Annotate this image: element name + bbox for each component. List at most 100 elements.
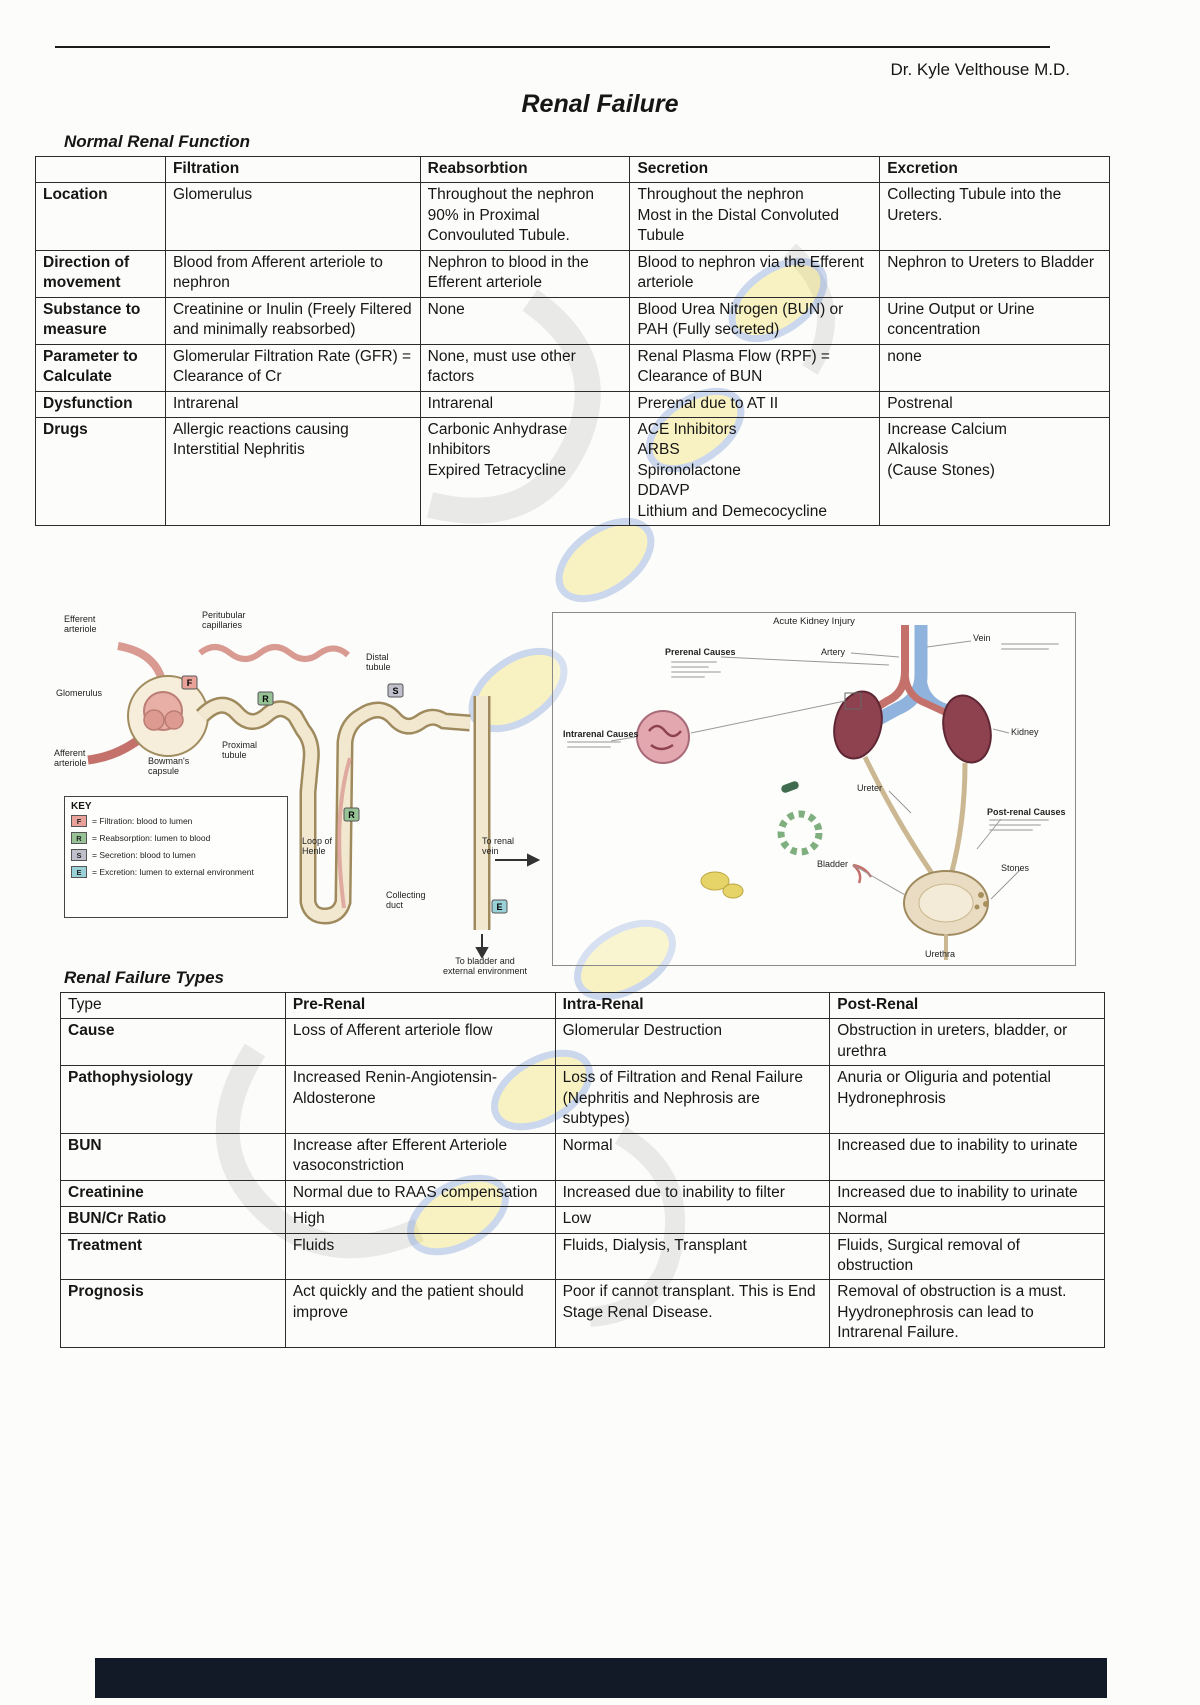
table-cell: Increased due to inability to urinate [829,1179,1105,1208]
table-cell: Allergic reactions causing Interstitial … [164,416,421,527]
table-row: Prognosis Act quickly and the patient sh… [60,1279,1105,1348]
stones-label: Stones [1001,863,1030,873]
key-secretion-text: = Secretion: blood to lumen [92,850,196,860]
excretion-key-icon: E [71,866,87,878]
table-cell: Intrarenal [419,390,631,418]
fine-print-line [671,671,721,673]
table-cell: Intrarenal [164,390,421,418]
ureter-label: Ureter [857,783,883,793]
table-row: Creatinine Normal due to RAAS compensati… [60,1179,1105,1208]
fine-print-line [989,829,1033,831]
table-row: BUN/Cr Ratio High Low Normal [60,1206,1105,1234]
key-title: KEY [71,801,92,812]
table-cell: Collecting Tubule into the Ureters. [879,182,1110,251]
key-row-excretion: E = Excretion: lumen to external environ… [71,866,281,878]
postrenal-causes-label: Post-renal Causes [987,807,1066,817]
footer-bar [95,1658,1107,1698]
table-cell: Loss of Afferent arteriole flow [284,1018,556,1067]
table-row: Parameter to Calculate Glomerular Filtra… [35,343,1110,392]
table-cell: Increased Renin-Angiotensin-Aldosterone [284,1065,556,1134]
kidney-label: Kidney [1011,727,1039,737]
row-label: BUN/Cr Ratio [60,1206,286,1234]
fine-print-line [989,824,1041,826]
table-cell: Nephron to Ureters to Bladder [879,249,1110,298]
artery-label: Artery [821,647,846,657]
key-row-filtration: F = Filtration: blood to lumen [71,815,281,827]
table-cell: Normal due to RAAS compensation [284,1179,556,1208]
filtration-marker: F [187,678,193,688]
table-cell: Increase Calcium Alkalosis (Cause Stones… [879,416,1110,527]
to-renal-vein-label: To renal vein [482,836,515,857]
table-row: BUN Increase after Efferent Arteriole va… [60,1132,1105,1181]
table-cell: Glomerular Filtration Rate (GFR) = Clear… [164,343,421,392]
row-label: Creatinine [60,1179,286,1208]
fine-print-line [989,819,1049,821]
fine-print-line [671,676,705,678]
table-cell: Blood to nephron via the Efferent arteri… [629,249,881,298]
table-row: Drugs Allergic reactions causing Interst… [35,416,1110,527]
prerenal-causes-label: Prerenal Causes [665,647,736,657]
fine-print-line [567,746,611,748]
col-header-filtration: Filtration [164,155,421,184]
key-filtration-text: = Filtration: blood to lumen [92,816,193,826]
table-cell: ACE Inhibitors ARBS Spironolactone DDAVP… [629,416,881,527]
key-reabsorption-text: = Reabsorption: lumen to blood [92,833,211,843]
row-label: Pathophysiology [60,1065,286,1134]
table-cell: Throughout the nephron 90% in Proximal C… [419,182,631,251]
table-cell: none [879,343,1110,392]
table-cell: Obstruction in ureters, bladder, or uret… [829,1018,1105,1067]
secretion-marker: S [392,686,398,696]
fine-print-line [1001,643,1059,645]
row-label: Treatment [60,1232,286,1281]
row-label: Prognosis [60,1279,286,1348]
table-cell: Nephron to blood in the Efferent arterio… [419,249,631,298]
glomerulus-label: Glomerulus [56,688,103,698]
col-header-type: Type [60,991,286,1020]
col-header-intra-renal: Intra-Renal [554,991,831,1020]
table-header-row: Type Pre-Renal Intra-Renal Post-Renal [60,991,1105,1020]
row-label: Location [35,182,166,251]
table-cell: Low [554,1206,831,1234]
row-label: BUN [60,1132,286,1181]
vein-label: Vein [973,633,991,643]
nephron-diagram-art: F R S R E [87,642,541,960]
table-cell: Normal [829,1206,1105,1234]
nephron-diagram: F R S R E Efferent arteriole Peritubular… [50,608,550,976]
bowmans-capsule-label: Bowman's capsule [148,756,190,777]
loop-of-henle-label: Loop of Henle [302,836,333,857]
key-row-reabsorption: R = Reabsorption: lumen to blood [71,832,281,844]
table-cell: Glomerular Destruction [554,1018,831,1067]
table-cell: Postrenal [879,390,1110,418]
table-cell: Increase after Efferent Arteriole vasoco… [284,1132,556,1181]
table-cell: High [284,1206,556,1234]
reabsorption-marker: R [262,694,269,704]
top-rule [55,46,1050,48]
table-row: Pathophysiology Increased Renin-Angioten… [60,1065,1105,1134]
table-row: Substance to measure Creatinine or Inuli… [35,296,1110,345]
table-cell: Loss of Filtration and Renal Failure (Ne… [554,1065,831,1134]
bladder-label: Bladder [817,859,849,869]
urethra-label: Urethra [925,949,956,959]
table-row: Cause Loss of Afferent arteriole flow Gl… [60,1018,1105,1067]
author-name: Dr. Kyle Velthouse M.D. [890,60,1070,79]
renal-failure-types-table: Type Pre-Renal Intra-Renal Post-Renal Ca… [60,991,1105,1348]
col-header-excretion: Excretion [879,155,1110,184]
distal-tubule-label: Distal tubule [366,652,391,673]
table-cell: Blood Urea Nitrogen (BUN) or PAH (Fully … [629,296,881,345]
proximal-tubule-label: Proximal tubule [222,740,258,761]
section-heading-normal-renal-function: Normal Renal Function [64,132,251,151]
table-cell: Renal Plasma Flow (RPF) = Clearance of B… [629,343,881,392]
table-cell: Anuria or Oliguria and potential Hydrone… [829,1065,1105,1134]
excretion-marker: E [496,902,502,912]
fine-print-line [567,741,621,743]
col-header-pre-renal: Pre-Renal [284,991,556,1020]
table-row: Treatment Fluids Fluids, Dialysis, Trans… [60,1232,1105,1281]
table-cell: Increased due to inability to urinate [829,1132,1105,1181]
key-box: KEY F = Filtration: blood to lumen R = R… [64,796,288,918]
normal-renal-function-table: Filtration Reabsorbtion Secretion Excret… [35,155,1110,527]
section-heading-renal-failure-types: Renal Failure Types [64,968,224,987]
table-cell: Normal [554,1132,831,1181]
col-header-blank [35,155,166,184]
table-row: Dysfunction Intrarenal Intrarenal Preren… [35,390,1110,418]
to-bladder-label: To bladder and external environment [442,956,528,977]
